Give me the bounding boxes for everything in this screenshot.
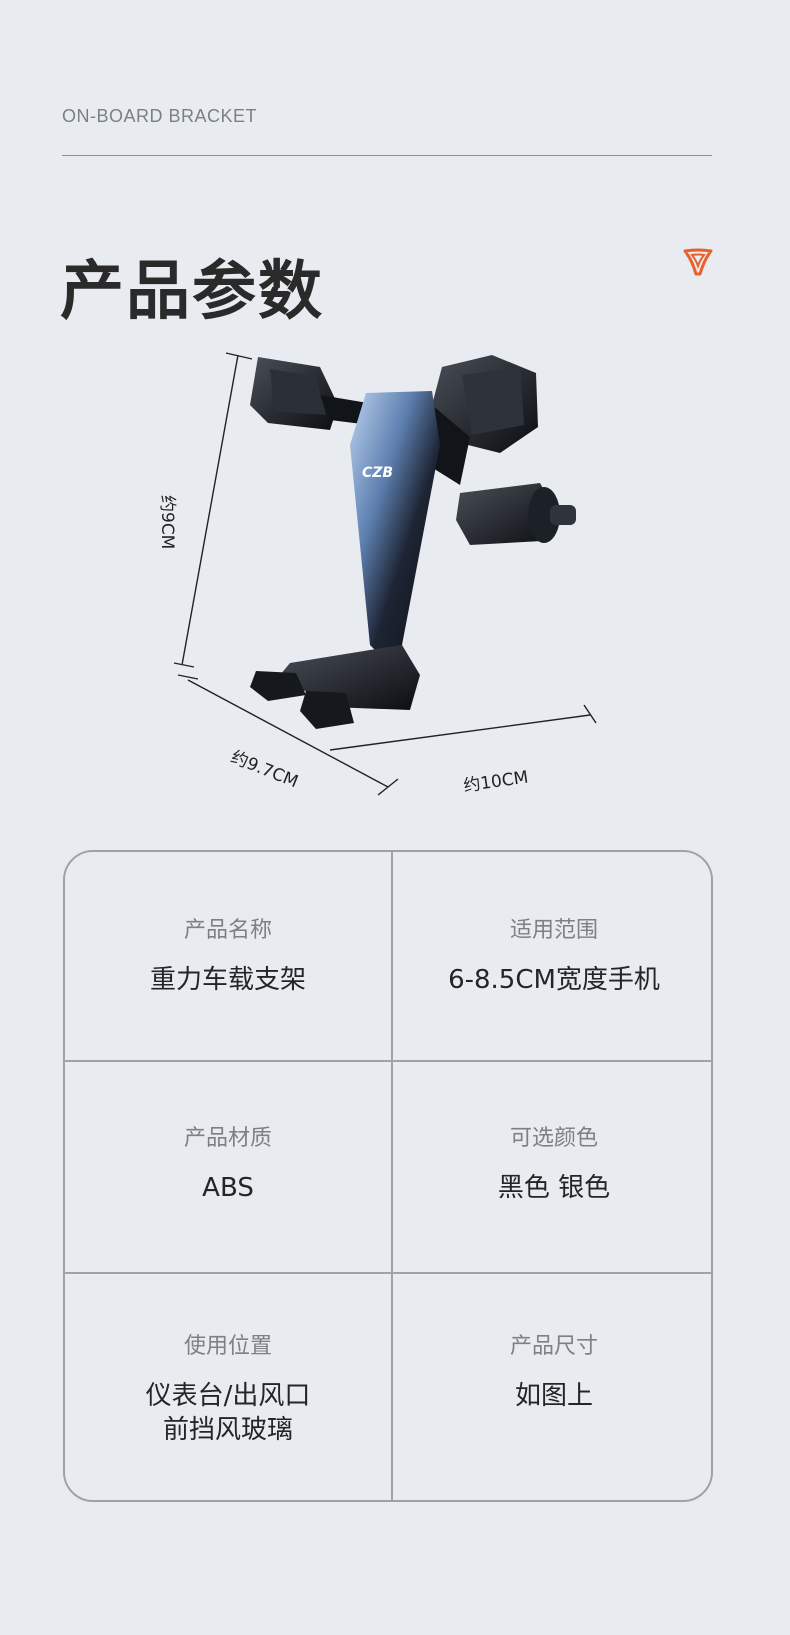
table-divider xyxy=(65,1060,711,1062)
spec-cell-name: 产品名称 重力车载支架 xyxy=(65,912,391,998)
spec-value: 仪表台/出风口 前挡风玻璃 xyxy=(145,1381,311,1445)
spec-cell-material: 产品材质 ABS xyxy=(65,1120,391,1206)
spec-label: 可选颜色 xyxy=(509,1126,598,1151)
spec-label: 产品尺寸 xyxy=(509,1334,598,1359)
spec-cell-range: 适用范围 6-8.5CM宽度手机 xyxy=(391,912,711,998)
spec-table: 产品名称 重力车载支架 适用范围 6-8.5CM宽度手机 产品材质 ABS 可选… xyxy=(63,850,713,1502)
brand-triangle-icon xyxy=(683,248,713,276)
section-eyebrow: ON-BOARD BRACKET xyxy=(62,106,258,126)
table-divider xyxy=(65,1272,711,1274)
spec-value: 重力车载支架 xyxy=(149,965,306,995)
spec-cell-size: 产品尺寸 如图上 xyxy=(391,1328,711,1414)
table-divider xyxy=(391,852,393,1500)
car-phone-holder-image: CZB xyxy=(173,352,597,796)
spec-value: ABS xyxy=(202,1173,254,1203)
spec-cell-location: 使用位置 仪表台/出风口 前挡风玻璃 xyxy=(65,1328,391,1448)
dimension-height-label: 约9CM xyxy=(157,495,177,550)
spec-value: 黑色 银色 xyxy=(497,1173,611,1203)
spec-label: 适用范围 xyxy=(509,918,598,943)
divider xyxy=(62,155,712,156)
spec-value: 如图上 xyxy=(514,1381,593,1411)
spec-label: 产品材质 xyxy=(183,1126,272,1151)
page-title: 产品参数 xyxy=(60,255,324,329)
spec-cell-colors: 可选颜色 黑色 银色 xyxy=(391,1120,711,1206)
product-logo: CZB xyxy=(362,465,393,481)
spec-label: 产品名称 xyxy=(183,918,272,943)
spec-label: 使用位置 xyxy=(183,1334,272,1359)
spec-value: 6-8.5CM宽度手机 xyxy=(448,965,660,995)
